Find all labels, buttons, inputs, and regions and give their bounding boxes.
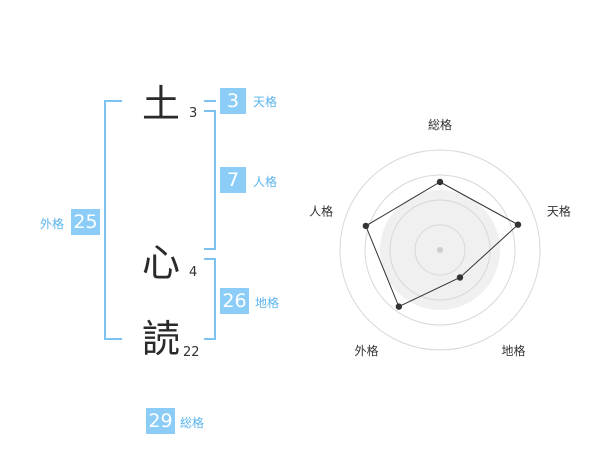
- gaikaku-bracket-bottom: [104, 338, 122, 340]
- gaikaku-label: 外格: [40, 217, 65, 231]
- name-char-1: 土: [142, 82, 181, 126]
- radar-point-2: [514, 221, 522, 228]
- radar-point-4: [395, 303, 403, 310]
- chikaku-bracket-top: [204, 258, 216, 260]
- stroke-count-2: 4: [189, 265, 198, 280]
- tenkaku-bracket-top: [204, 100, 216, 102]
- soukaku-label: 総格: [180, 416, 205, 430]
- stroke-count-1: 3: [189, 106, 198, 121]
- chikaku-bracket-bottom: [204, 338, 216, 340]
- tenkaku-badge: 3: [220, 88, 246, 114]
- radar-point-3: [456, 274, 464, 281]
- radar-ring-3: [364, 174, 516, 326]
- soukaku-badge: 29: [146, 408, 175, 434]
- radar-ring-4: [339, 149, 541, 351]
- name-char-3: 読: [142, 317, 181, 361]
- gaikaku-badge: 25: [71, 209, 100, 235]
- jinkaku-bracket-top: [204, 110, 216, 112]
- chikaku-label: 地格: [255, 296, 280, 310]
- gaikaku-bracket-top: [104, 100, 122, 102]
- jinkaku-bracket-bottom: [204, 248, 216, 250]
- gaikaku-bracket-vertical: [104, 100, 106, 340]
- radar-axis-label-5: 人格: [309, 203, 333, 218]
- radar-axis-label-3: 地格: [501, 343, 525, 358]
- radar-point-1: [436, 178, 444, 186]
- radar-axis-label-2: 天格: [547, 203, 571, 218]
- radar-ring-1: [414, 224, 466, 276]
- radar-axis-label-1: 総格: [428, 117, 452, 132]
- radar-axis-label-4: 外格: [355, 343, 379, 358]
- jinkaku-bracket-vertical: [214, 110, 216, 250]
- radar-center-dot: [437, 247, 443, 253]
- chikaku-bracket-vertical: [214, 258, 216, 340]
- stroke-count-3: 22: [183, 345, 200, 360]
- name-char-2: 心: [142, 241, 181, 285]
- radar-series-polygon: [365, 181, 519, 308]
- jinkaku-badge: 7: [220, 167, 246, 193]
- chikaku-badge: 26: [220, 288, 249, 314]
- tenkaku-label: 天格: [253, 95, 278, 109]
- jinkaku-label: 人格: [253, 175, 278, 189]
- radar-point-5: [362, 222, 370, 230]
